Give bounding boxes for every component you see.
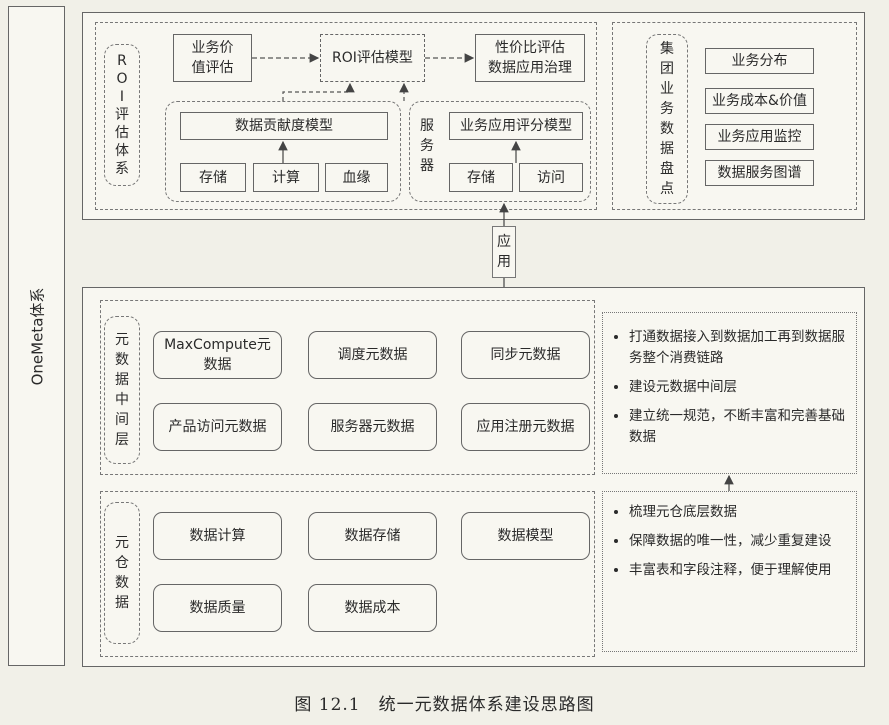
group-label-char: 务 xyxy=(660,101,674,117)
group-label-char: 数 xyxy=(660,121,674,137)
contrib-storage-box: 存储 xyxy=(180,163,246,192)
roi-label-char: 评 xyxy=(115,107,129,123)
server-group xyxy=(409,101,591,202)
meta-warehouse-label-box xyxy=(104,502,140,644)
contribution-model-box: 数据贡献度模型 xyxy=(180,112,388,140)
app-score-model-box: 业务应用评分模型 xyxy=(449,112,583,140)
server-label-char: 器 xyxy=(420,158,434,174)
meta-middle-vertical-label: 元数据中间层 xyxy=(104,316,140,464)
server-label-char: 务 xyxy=(420,138,434,154)
group-inventory-panel xyxy=(612,22,857,210)
meta-middle-notes: 打通数据接入到数据加工再到数据服务整个消费链路 建设元数据中间层 建立统一规范，… xyxy=(602,312,857,474)
group-label-char: 业 xyxy=(660,81,674,97)
data-model-box: 数据模型 xyxy=(461,512,590,560)
meta-warehouse-label-char: 据 xyxy=(115,595,129,611)
business-value-eval-box: 业务价 值评估 xyxy=(173,34,252,82)
group-label-char: 团 xyxy=(660,61,674,77)
application-label-char: 用 xyxy=(497,254,511,270)
figure-caption: 图 12.1 统一元数据体系建设思路图 xyxy=(294,695,595,715)
meta-warehouse-note-3: 丰富表和字段注释，便于理解使用 xyxy=(629,560,846,581)
data-quality-box: 数据质量 xyxy=(153,584,282,632)
group-vertical-label: 集团业务数据盘点 xyxy=(646,34,688,204)
group-label-char: 集 xyxy=(660,41,674,57)
arrow-contrib-to-roi xyxy=(282,82,355,101)
contribution-model-group xyxy=(165,101,401,202)
cost-performance-box: 性价比评估 数据应用治理 xyxy=(475,34,585,82)
contrib-lineage-box: 血缘 xyxy=(325,163,388,192)
application-connector-label: 应用 xyxy=(492,226,516,278)
meta-middle-label-char: 据 xyxy=(115,372,129,388)
roi-label-char: I xyxy=(119,89,125,105)
meta-warehouse-notes: 梳理元仓底层数据 保障数据的唯一性，减少重复建设 丰富表和字段注释，便于理解使用 xyxy=(602,491,857,652)
product-access-metadata-box: 产品访问元数据 xyxy=(153,403,282,451)
meta-middle-label-char: 层 xyxy=(115,432,129,448)
meta-middle-label-char: 元 xyxy=(115,332,129,348)
meta-middle-panel xyxy=(100,300,595,475)
meta-warehouse-label-char: 数 xyxy=(115,575,129,591)
meta-middle-note-3: 建立统一规范，不断丰富和完善基础数据 xyxy=(629,406,846,448)
server-label-char: 服 xyxy=(420,118,434,134)
meta-middle-label-char: 数 xyxy=(115,352,129,368)
meta-middle-label-char: 中 xyxy=(115,392,129,408)
roi-label-char: O xyxy=(116,71,128,87)
group-label-char: 盘 xyxy=(660,161,674,177)
roi-label-char: 体 xyxy=(115,143,129,159)
data-cost-box: 数据成本 xyxy=(308,584,437,632)
group-label-char: 据 xyxy=(660,141,674,157)
group-vertical-label-box xyxy=(646,34,688,204)
roi-label-char: R xyxy=(117,53,127,69)
roi-label-char: 系 xyxy=(115,161,129,177)
group-item-business-cost-value: 业务成本&价值 xyxy=(705,88,814,114)
data-compute-box: 数据计算 xyxy=(153,512,282,560)
meta-middle-label-box xyxy=(104,316,140,464)
meta-warehouse-label-char: 仓 xyxy=(115,555,129,571)
meta-warehouse-vertical-label: 元仓数据 xyxy=(104,502,140,644)
onemeta-outer-frame xyxy=(8,6,65,666)
sync-metadata-box: 同步元数据 xyxy=(461,331,590,379)
meta-warehouse-note-2: 保障数据的唯一性，减少重复建设 xyxy=(629,531,846,552)
application-label-char: 应 xyxy=(497,234,511,250)
group-label-char: 点 xyxy=(660,181,674,197)
group-item-business-distribution: 业务分布 xyxy=(705,48,814,74)
meta-middle-note-1: 打通数据接入到数据加工再到数据服务整个消费链路 xyxy=(629,327,846,369)
roi-model-box: ROI评估模型 xyxy=(320,34,425,82)
server-metadata-box: 服务器元数据 xyxy=(308,403,437,451)
meta-warehouse-note-1: 梳理元仓底层数据 xyxy=(629,502,846,523)
app-score-storage-box: 存储 xyxy=(449,163,513,192)
group-item-data-service-map: 数据服务图谱 xyxy=(705,160,814,186)
roi-vertical-label-box xyxy=(104,44,140,186)
roi-eval-panel xyxy=(95,22,597,210)
schedule-metadata-box: 调度元数据 xyxy=(308,331,437,379)
meta-warehouse-label-char: 元 xyxy=(115,535,129,551)
app-registry-metadata-box: 应用注册元数据 xyxy=(461,403,590,451)
roi-label-char: 估 xyxy=(115,125,129,141)
contrib-compute-box: 计算 xyxy=(253,163,319,192)
meta-middle-note-2: 建设元数据中间层 xyxy=(629,377,846,398)
server-vertical-label: 服务器 xyxy=(412,114,442,178)
maxcompute-metadata-box: MaxCompute元 数据 xyxy=(153,331,282,379)
data-storage-box: 数据存储 xyxy=(308,512,437,560)
group-item-app-monitoring: 业务应用监控 xyxy=(705,124,814,150)
meta-middle-label-char: 间 xyxy=(115,412,129,428)
app-score-access-box: 访问 xyxy=(519,163,583,192)
meta-warehouse-panel xyxy=(100,491,595,657)
